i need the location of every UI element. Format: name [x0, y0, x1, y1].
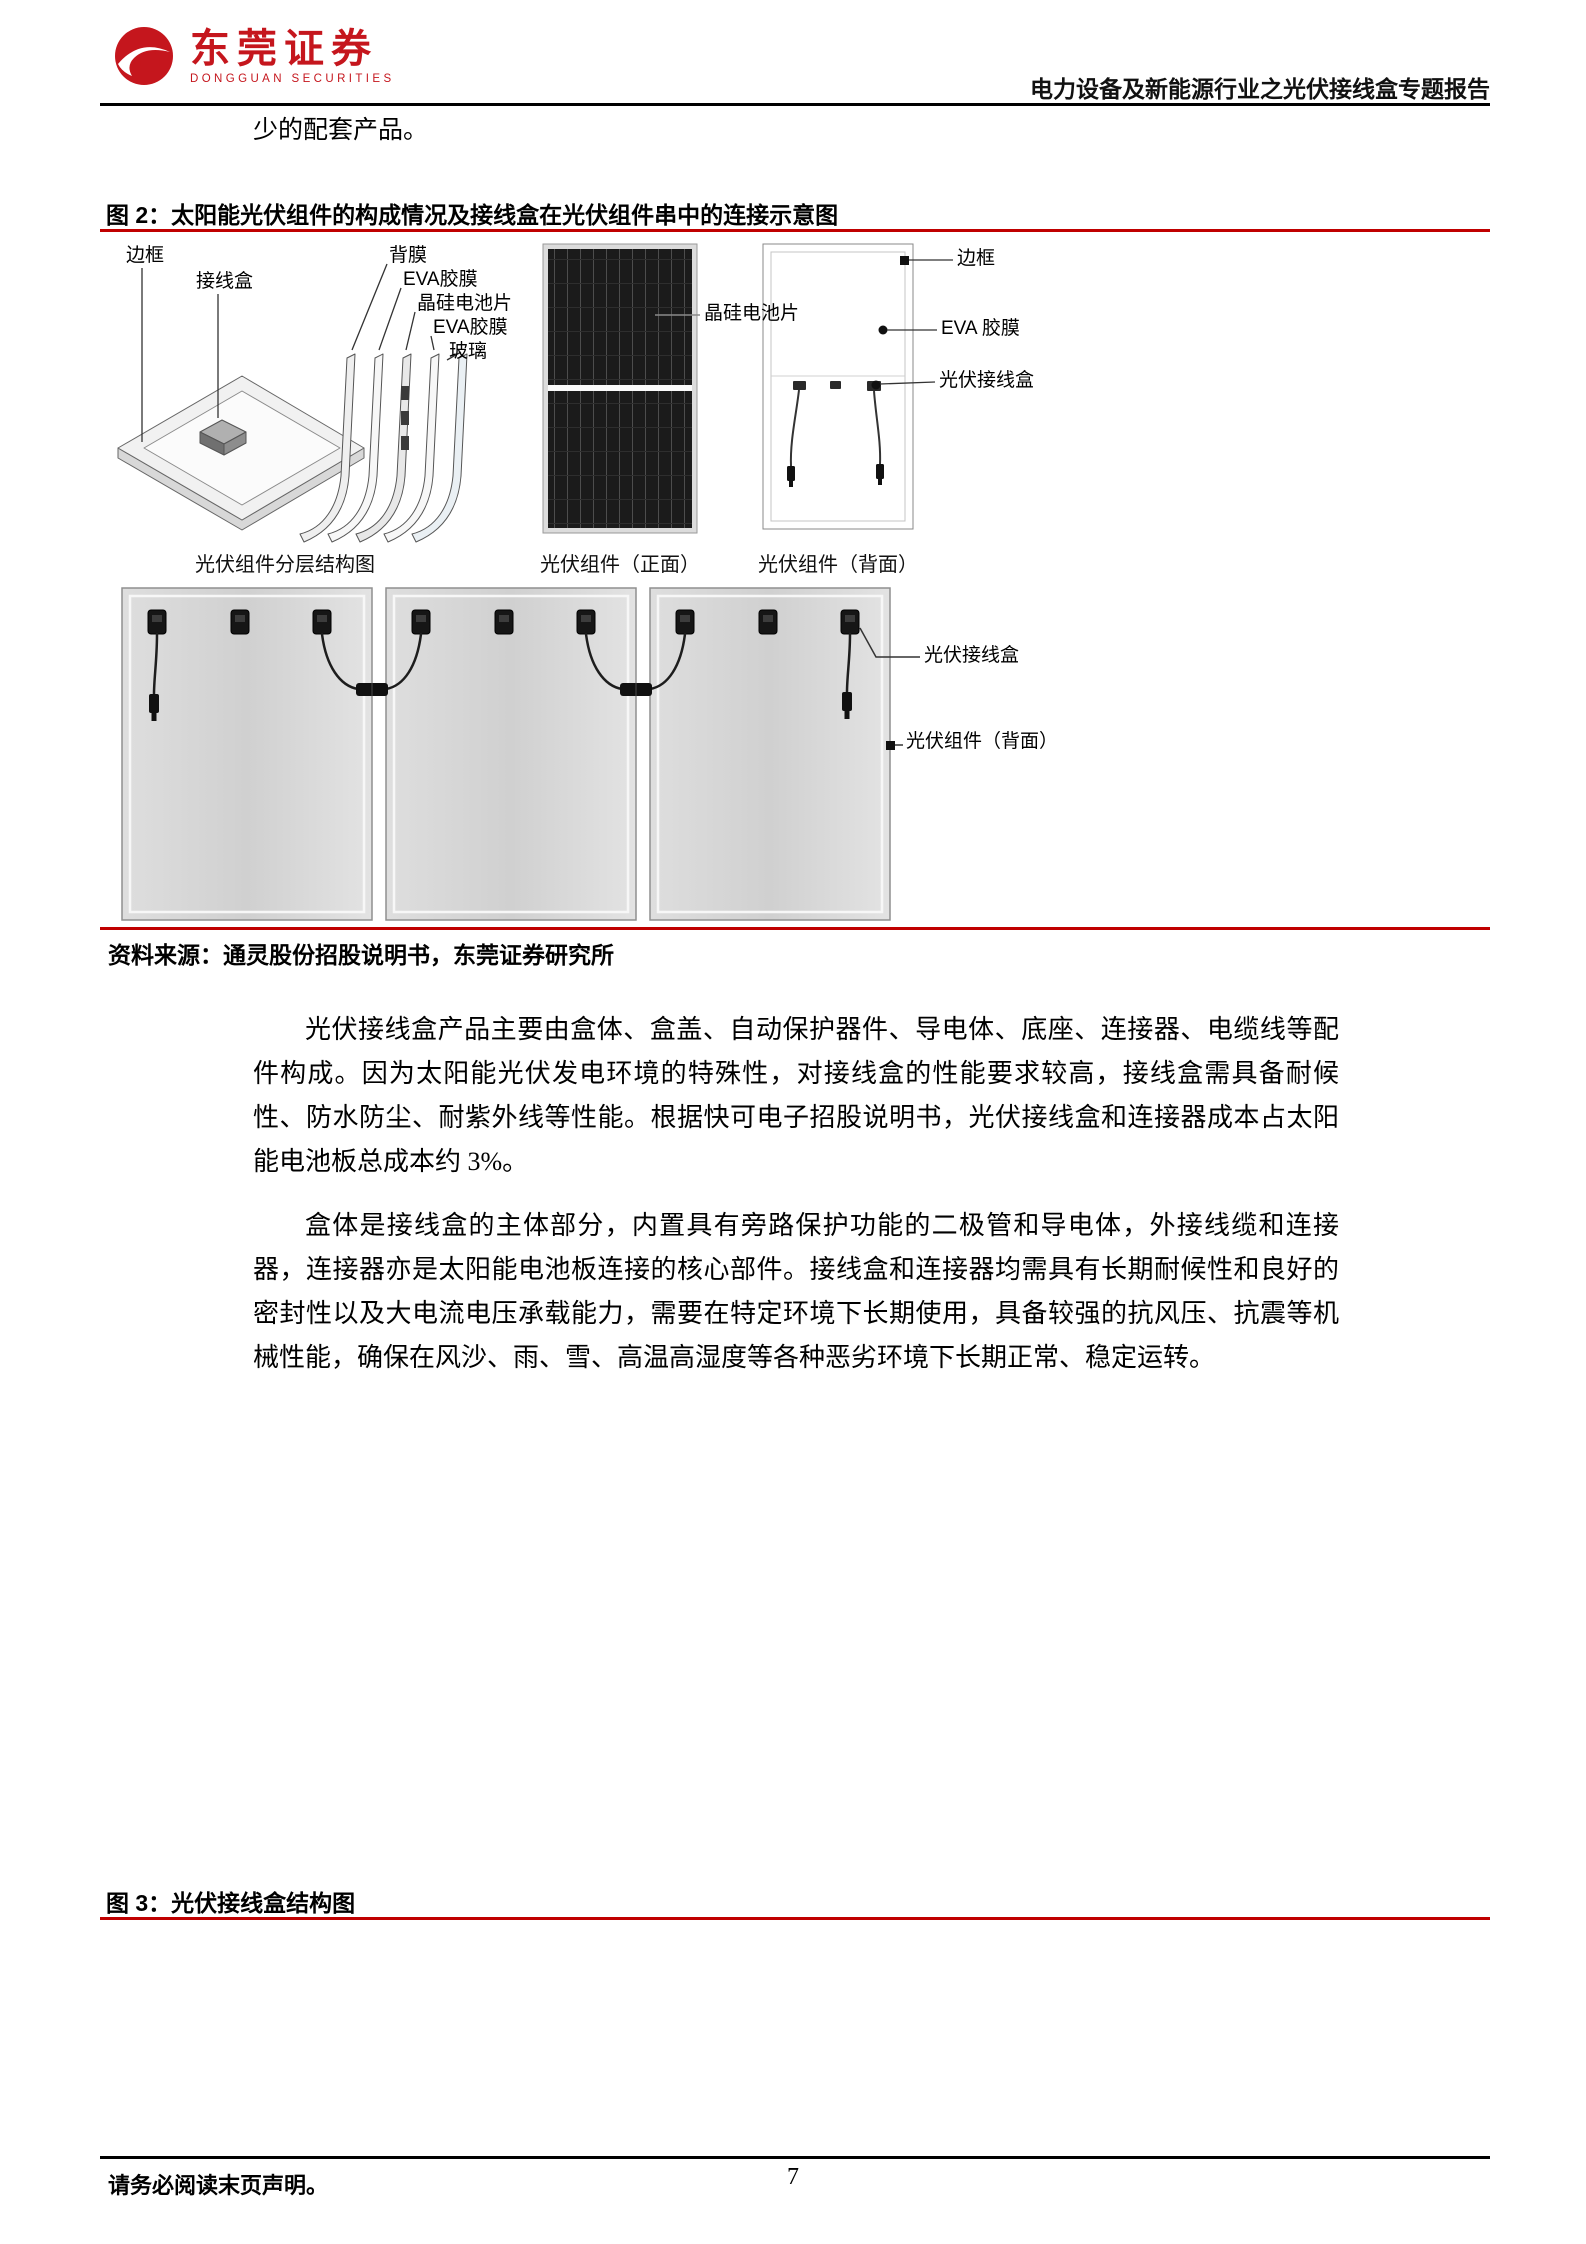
label-string-back: 光伏组件（背面） [906, 731, 1059, 752]
exploded-leader-lines [141, 263, 462, 442]
figure3-rule [100, 1917, 1490, 1920]
label-back-frame: 边框 [957, 248, 996, 269]
label-frame: 边框 [126, 245, 165, 266]
label-eva-1: EVA胶膜 [403, 269, 478, 290]
front-panel [542, 243, 700, 534]
brand-name: 东莞证券 [190, 26, 378, 71]
brand-logo-icon [115, 27, 173, 85]
back-panel [762, 243, 953, 530]
string-wires [152, 632, 852, 696]
header-rule [100, 103, 1490, 106]
paragraph-1: 光伏接线盒产品主要由盒体、盒盖、自动保护器件、导电体、底座、连接器、电缆线等配件… [253, 1015, 1339, 1176]
label-back-eva: EVA 胶膜 [941, 318, 1020, 339]
label-front-cell: 晶硅电池片 [704, 303, 800, 324]
exploded-diagram [117, 263, 468, 543]
layer-glass [411, 353, 468, 543]
figure2-rule-bottom [100, 927, 1490, 930]
string-diagram [121, 587, 920, 921]
layer-eva-1 [327, 353, 384, 543]
figure2-diagram [117, 243, 953, 921]
back-connector [876, 464, 884, 479]
body-text: 光伏接线盒产品主要由盒体、盒盖、自动保护器件、导电体、底座、连接器、电缆线等配件… [253, 1008, 1339, 1400]
intro-text: 少的配套产品。 [253, 117, 429, 144]
label-cell: 晶硅电池片 [417, 293, 513, 314]
exploded-junction-box [199, 419, 247, 456]
label-back-jbox: 光伏接线盒 [939, 370, 1035, 391]
figure2-title: 图 2：太阳能光伏组件的构成情况及接线盒在光伏组件串中的连接示意图 [106, 202, 839, 228]
string-connectors [149, 683, 852, 721]
caption-front: 光伏组件（正面） [540, 554, 700, 576]
pv-panel-3 [649, 587, 891, 921]
back-junction-box [830, 381, 841, 389]
figure2-canvas: 边框 接线盒 背膜 EVA胶膜 晶硅电池片 EVA胶膜 玻璃 晶硅电池片 边框 … [100, 236, 1490, 926]
figure3-title: 图 3：光伏接线盒结构图 [106, 1890, 356, 1916]
layer-backsheet [299, 353, 356, 543]
brand: 东莞证券 DONGGUAN SECURITIES [112, 24, 395, 88]
paragraph-2: 盒体是接线盒的主体部分，内置具有旁路保护功能的二极管和导电体，外接线缆和连接器，… [253, 1211, 1339, 1372]
page-number: 7 [787, 2164, 799, 2190]
brand-text: 东莞证券 DONGGUAN SECURITIES [190, 28, 395, 85]
brand-subtitle: DONGGUAN SECURITIES [190, 72, 395, 85]
back-wire [789, 389, 800, 467]
back-leader-lines [871, 256, 953, 390]
footer-rule [100, 2156, 1490, 2159]
label-junction-box: 接线盒 [196, 271, 254, 292]
back-junction-box [793, 381, 806, 390]
pv-panel-1 [121, 587, 373, 921]
footer-disclaimer: 请务必阅读末页声明。 [108, 2173, 329, 2198]
label-glass: 玻璃 [449, 341, 488, 362]
back-wire [873, 390, 882, 465]
report-title: 电力设备及新能源行业之光伏接线盒专题报告 [1030, 76, 1490, 102]
string-leader-lines [859, 627, 920, 750]
back-connector [787, 466, 795, 481]
caption-layers: 光伏组件分层结构图 [195, 554, 375, 576]
label-eva-2: EVA胶膜 [433, 317, 508, 338]
pv-panel-2 [385, 587, 637, 921]
caption-back: 光伏组件（背面） [758, 554, 918, 576]
figure2-source: 资料来源：通灵股份招股说明书，东莞证券研究所 [108, 943, 614, 968]
module-frame [117, 375, 365, 531]
label-backsheet: 背膜 [389, 245, 428, 266]
figure2-rule-top [100, 229, 1490, 232]
label-string-jbox: 光伏接线盒 [924, 645, 1020, 666]
layer-eva-2 [383, 353, 440, 543]
layer-sheets [299, 353, 468, 543]
